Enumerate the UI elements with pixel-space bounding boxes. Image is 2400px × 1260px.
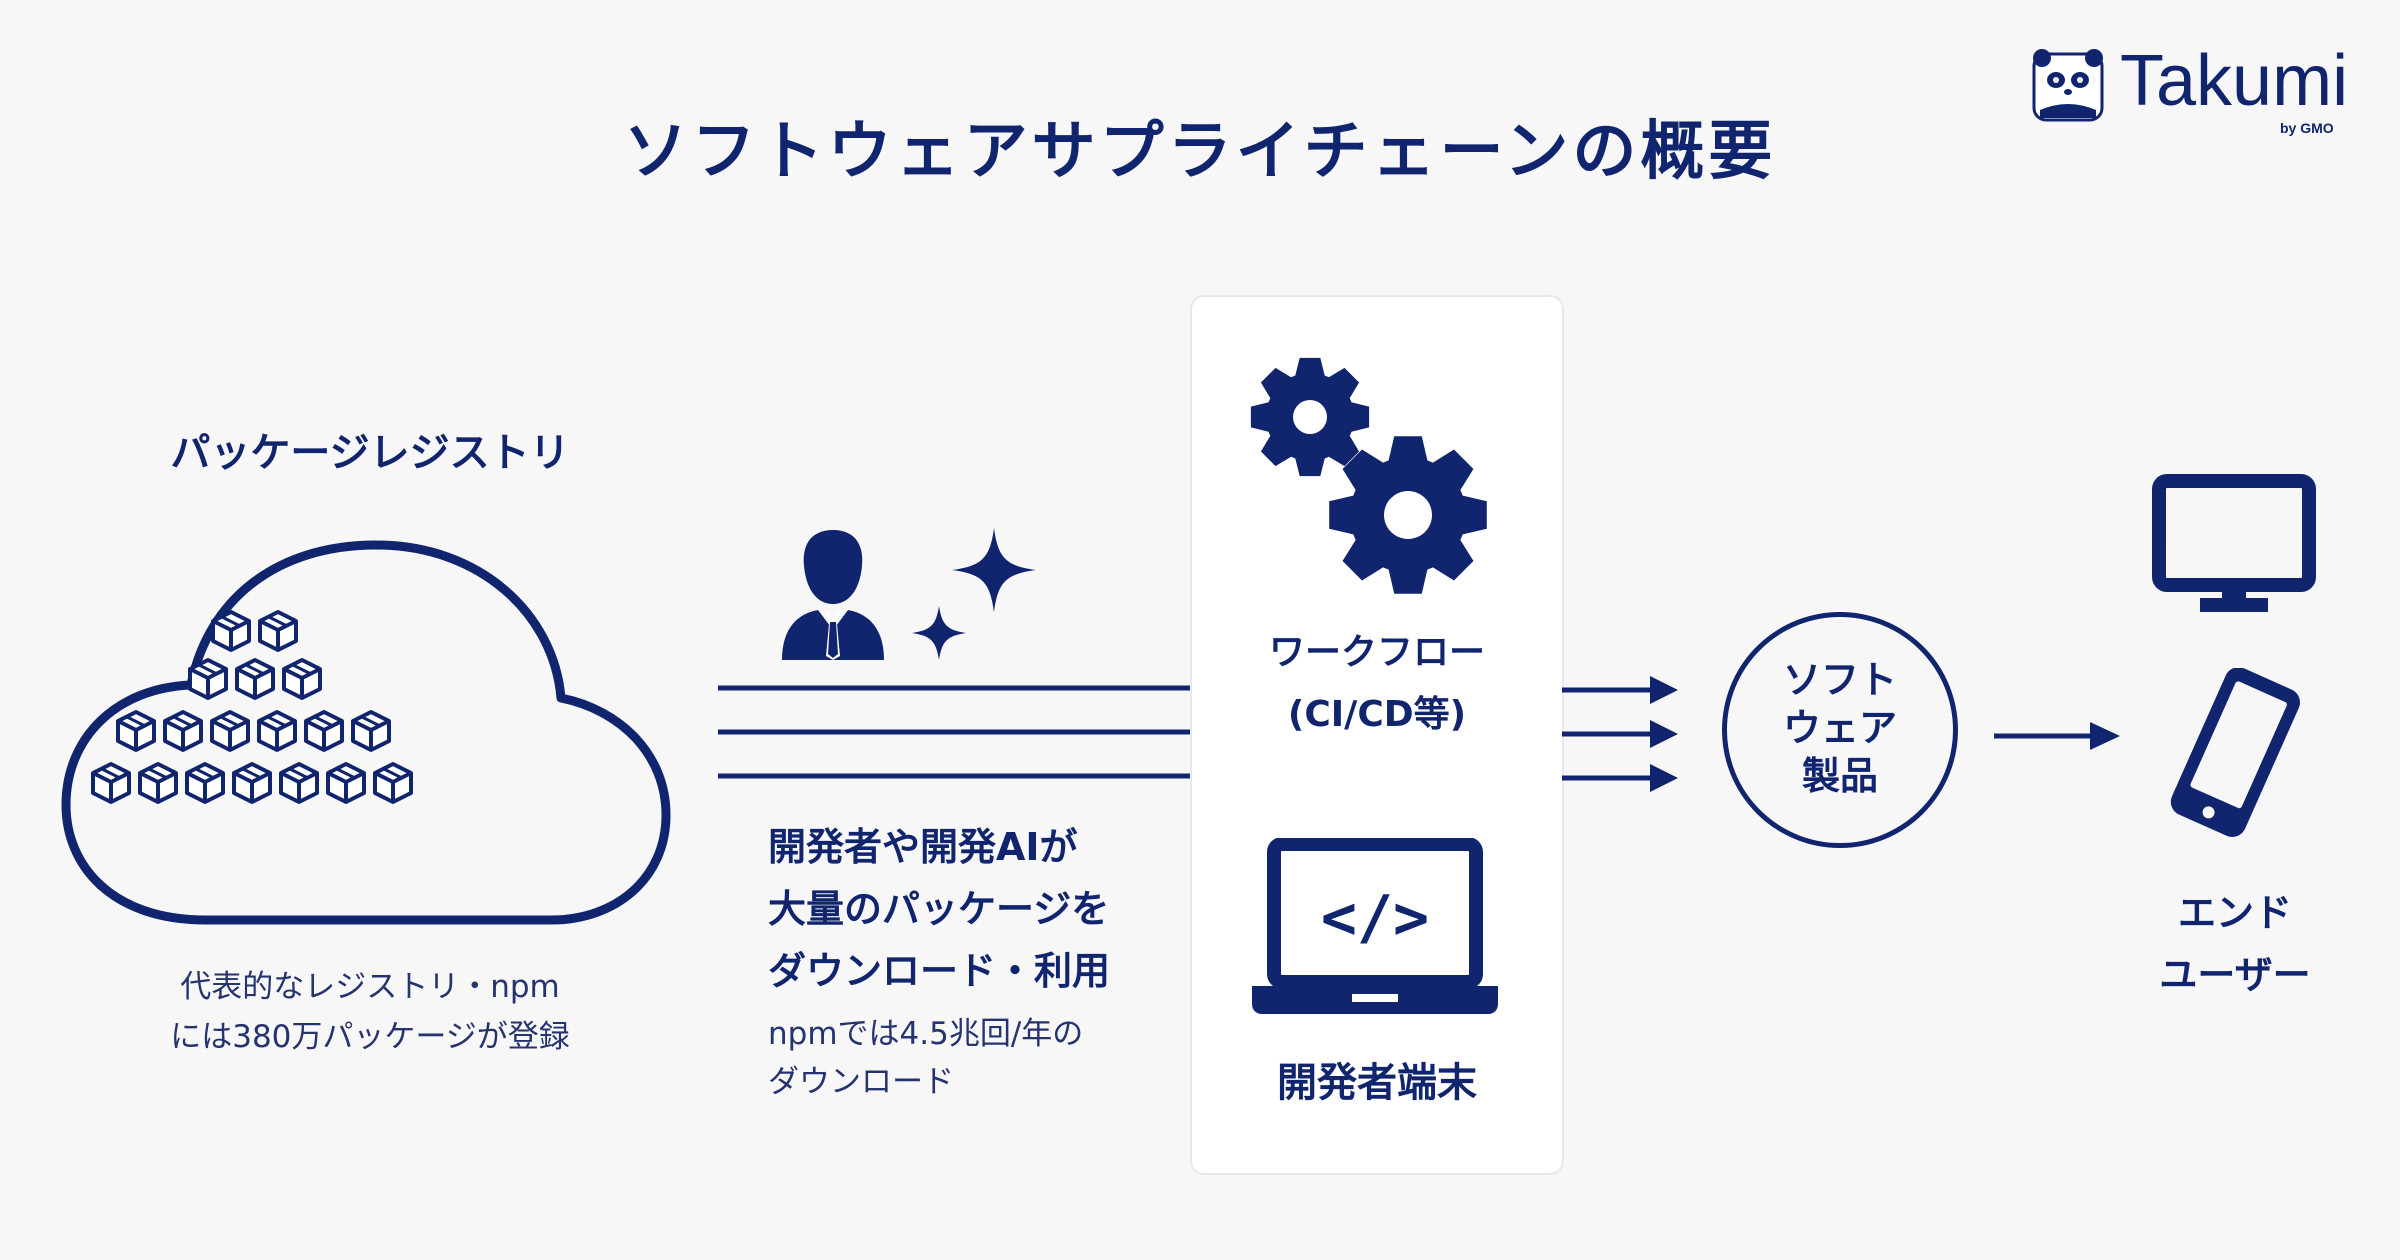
package-box-icon xyxy=(373,762,413,804)
download-line2: 大量のパッケージを xyxy=(768,887,1110,931)
package-box-icon xyxy=(304,710,344,752)
end-user-label: エンド ユーザー xyxy=(2120,882,2350,1006)
package-box-icon xyxy=(188,658,228,700)
package-box-icon xyxy=(282,658,322,700)
gear-small-icon xyxy=(1250,357,1370,477)
delivery-arrows xyxy=(1562,676,1678,792)
panda-icon xyxy=(2032,49,2104,122)
registry-desc-line2: には380万パッケージが登録 xyxy=(170,1019,570,1055)
product-line1: ソフト xyxy=(1782,658,1897,702)
gear-large-icon xyxy=(1329,436,1487,594)
arrow-to-end-user xyxy=(1994,722,2120,750)
download-description: 開発者や開発AIが 大量のパッケージを ダウンロード・利用 xyxy=(768,816,1208,1002)
code-tag-icon: </> xyxy=(1321,883,1429,953)
download-sub-line1: npmでは4.5兆回/年の xyxy=(768,1016,1084,1052)
end-user-line2: ユーザー xyxy=(2159,953,2311,997)
package-box-icon xyxy=(279,762,319,804)
registry-title: パッケージレジストリ xyxy=(170,430,570,476)
sparkle-large-icon xyxy=(952,528,1036,612)
workflow-panel xyxy=(1190,295,1564,1175)
package-box-icon xyxy=(185,762,225,804)
package-box-icon xyxy=(91,762,131,804)
download-line1: 開発者や開発AIが xyxy=(768,825,1078,869)
workflow-line2: (CI/CD等) xyxy=(1287,694,1467,735)
package-box-icon xyxy=(257,710,297,752)
sparkle-small-icon xyxy=(912,606,966,660)
package-box-icon xyxy=(211,610,251,652)
smartphone-icon xyxy=(2170,668,2301,837)
product-line2: ウェア xyxy=(1782,706,1897,750)
monitor-icon xyxy=(2152,474,2316,612)
download-sub-line2: ダウンロード xyxy=(768,1064,954,1100)
package-box-icon xyxy=(116,710,156,752)
package-box-icon xyxy=(258,610,298,652)
logo-by-gmo: by GMO xyxy=(2280,120,2334,136)
software-product-label: ソフト ウェア 製品 xyxy=(1722,656,1958,800)
registry-desc-line1: 代表的なレジストリ・npm xyxy=(180,969,560,1005)
software-product-circle xyxy=(1722,612,1958,848)
download-line3: ダウンロード・利用 xyxy=(768,949,1111,993)
workflow-line1: ワークフロー xyxy=(1268,632,1485,673)
end-user-line1: エンド xyxy=(2177,891,2292,935)
package-box-icon xyxy=(351,710,391,752)
package-box-icon xyxy=(232,762,272,804)
cloud-icon xyxy=(61,540,671,925)
laptop-icon: </> xyxy=(1252,838,1498,1014)
logo-wordmark: Takumi xyxy=(2120,41,2349,121)
takumi-logo: Takumi by GMO xyxy=(2030,41,2360,136)
package-box-icon xyxy=(163,710,203,752)
developer-icon xyxy=(782,530,884,660)
product-line3: 製品 xyxy=(1801,754,1878,798)
page-title: ソフトウェアサプライチェーンの概要 xyxy=(623,115,1777,189)
package-box-icon xyxy=(235,658,275,700)
package-box-icon xyxy=(326,762,366,804)
workflow-label: ワークフロー (CI/CD等) xyxy=(1190,622,1564,746)
gears-icon xyxy=(1250,357,1487,594)
dev-terminal-label: 開発者端末 xyxy=(1277,1060,1477,1106)
package-box-icon xyxy=(210,710,250,752)
download-flow-lines xyxy=(718,685,1194,779)
download-stats: npmでは4.5兆回/年の ダウンロード xyxy=(768,1010,1208,1106)
package-box-icon xyxy=(138,762,178,804)
registry-description: 代表的なレジストリ・npm には380万パッケージが登録 xyxy=(120,962,620,1062)
